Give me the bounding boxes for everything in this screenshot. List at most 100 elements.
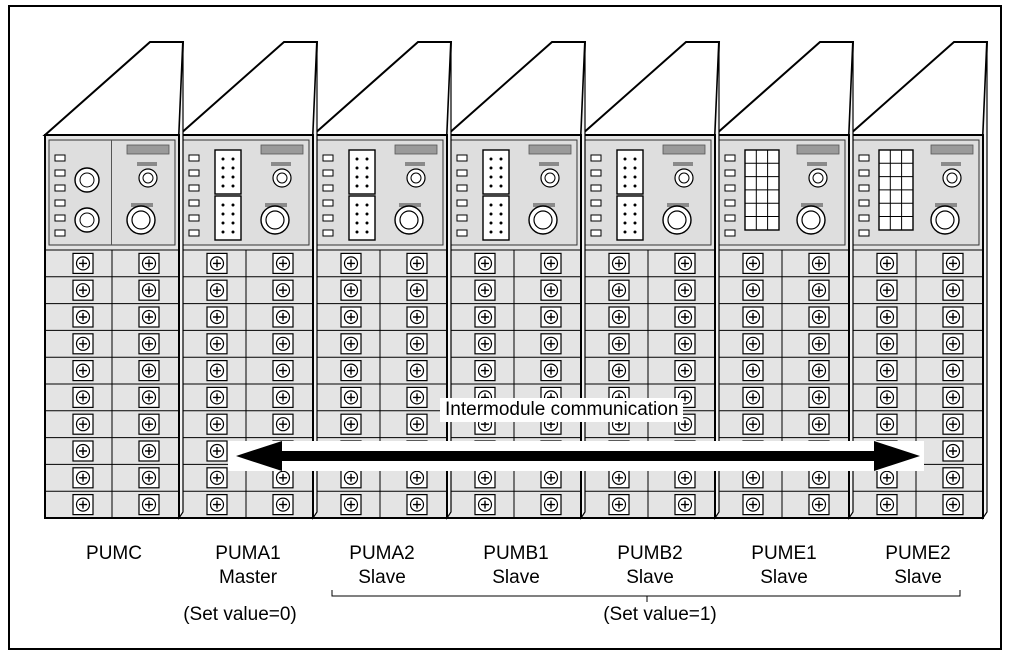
led-indicator (322, 229, 334, 237)
connector-port (482, 149, 510, 195)
indicator-mark (533, 203, 555, 207)
indicator-mark (667, 203, 689, 207)
screw-cross (279, 473, 287, 482)
module-top (578, 41, 721, 136)
screw-cross (413, 286, 421, 295)
screw-cross (615, 473, 623, 482)
screw-cross (681, 259, 689, 268)
screw-cross (79, 473, 87, 482)
connector-pin (623, 166, 627, 170)
connector-pin (231, 212, 235, 216)
led-indicator (322, 169, 334, 177)
indicator-mark (539, 162, 559, 166)
screw-cross (749, 420, 757, 429)
connector-pin (231, 203, 235, 207)
screw-cross (347, 366, 355, 375)
connector-pin (633, 230, 637, 234)
screw-cross (79, 447, 87, 455)
connector-port (482, 195, 510, 241)
connector-pin (623, 175, 627, 179)
screw-cross (279, 393, 287, 402)
screw-cross (481, 339, 489, 348)
led-indicator (724, 199, 736, 207)
screw-cross (481, 500, 489, 509)
connector-pin (499, 230, 503, 234)
screw-cross (79, 259, 87, 268)
screw-cross (681, 339, 689, 348)
front-panel (450, 139, 578, 246)
screw-cross (749, 259, 757, 268)
connector-pin (355, 212, 359, 216)
connector-port (348, 195, 376, 241)
screw-cross (481, 286, 489, 295)
controller-knob-inner (79, 212, 95, 228)
screw-cross (949, 339, 957, 348)
led-indicator (456, 214, 468, 222)
screw-cross (681, 286, 689, 295)
slave-set-value-note: (Set value=1) (603, 604, 717, 625)
screw-cross (681, 420, 689, 429)
led-indicator (322, 154, 334, 162)
connector-pin (221, 157, 225, 161)
front-panel (584, 139, 712, 246)
screw-cross (79, 286, 87, 295)
connector-pin (221, 175, 225, 179)
connector-pin (499, 184, 503, 188)
large-knob-inner (801, 210, 821, 230)
screw-cross (145, 393, 153, 402)
led-indicator (322, 199, 334, 207)
screw-cross (213, 286, 221, 295)
module-label-pumb2: PUMB2 (617, 543, 683, 564)
small-knob-inner (276, 172, 288, 184)
screw-cross (481, 259, 489, 268)
screw-cross (213, 366, 221, 375)
panel-divider (111, 140, 112, 245)
screw-cross (145, 259, 153, 268)
led-indicator (590, 199, 602, 207)
connector-pin (231, 221, 235, 225)
arrow-head-right (874, 441, 920, 471)
indicator-mark (935, 203, 957, 207)
module-role-puma2: Slave (358, 567, 406, 588)
screw-cross (347, 500, 355, 509)
screw-cross (615, 259, 623, 268)
led-indicator (590, 169, 602, 177)
connector-pin (633, 166, 637, 170)
screw-cross (347, 313, 355, 321)
diagram-border (8, 5, 1002, 650)
module-label-pume1: PUME1 (751, 543, 817, 564)
screw-cross (79, 313, 87, 321)
connector-pin (623, 184, 627, 188)
connector-pin (365, 203, 369, 207)
screw-cross (949, 393, 957, 402)
screw-cross (279, 420, 287, 429)
connector-pin (221, 166, 225, 170)
module-label-puma2: PUMA2 (349, 543, 415, 564)
screw-cross (681, 473, 689, 482)
screw-cross (145, 366, 153, 375)
screw-cross (413, 420, 421, 429)
connector-pin (365, 221, 369, 225)
screw-cross (347, 393, 355, 402)
screw-cross (815, 339, 823, 348)
screw-cross (79, 339, 87, 348)
screw-cross (79, 393, 87, 402)
connector-pin (489, 230, 493, 234)
connector-pin (221, 212, 225, 216)
connector-pin (633, 157, 637, 161)
connector-pin (231, 184, 235, 188)
connector-pin (221, 184, 225, 188)
screw-cross (615, 500, 623, 509)
module-top (444, 41, 587, 136)
led-indicator (724, 169, 736, 177)
indicator-mark (941, 162, 961, 166)
connector-pin (623, 157, 627, 161)
arrow-head-left (236, 441, 282, 471)
connector-pin (355, 157, 359, 161)
controller-knob-inner (79, 172, 95, 188)
screw-cross (883, 339, 891, 348)
indicator-mark (265, 203, 287, 207)
led-indicator (188, 229, 200, 237)
screw-cross (681, 393, 689, 402)
